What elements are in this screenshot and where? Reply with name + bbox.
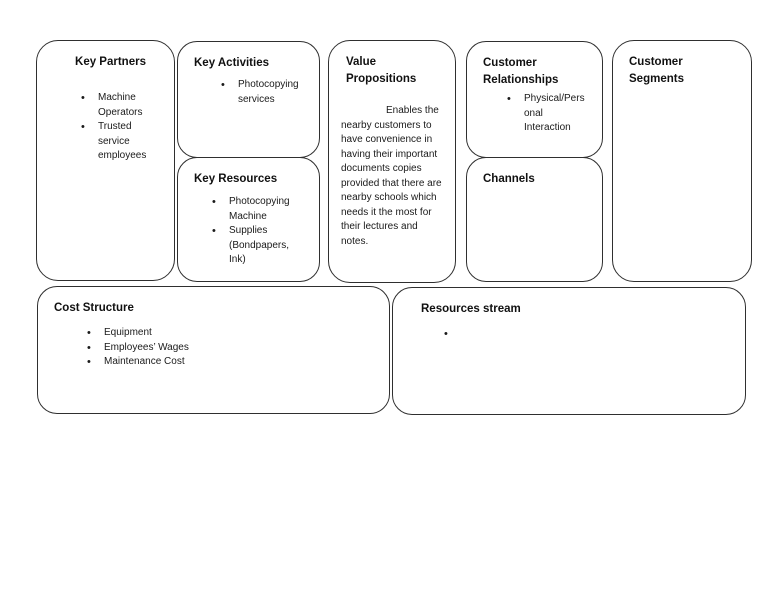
customer-relationships-box: Customer Relationships Physical/Pers ona… [466,41,603,158]
resources-stream-box: Resources stream [392,287,746,415]
list-item-text: Trusted service employees [98,121,147,161]
list-item-text: Supplies (Bondpapers, Ink) [229,225,290,265]
list-item: Employees’ Wages [87,341,383,356]
cost-structure-list: Equipment Employees’ Wages Maintenance C… [87,326,383,370]
cost-structure-title: Cost Structure [54,302,134,314]
customer-segments-title: Customer Segments [629,56,684,85]
list-item-text: Maintenance Cost [104,356,185,367]
key-partners-list: Machine Operators Trusted service employ… [81,91,168,164]
list-item: Supplies (Bondpapers, Ink) [212,224,313,268]
resources-stream-title: Resources stream [421,303,521,315]
key-activities-list: Photocopying services [221,78,313,107]
customer-segments-box: Customer Segments [612,40,752,282]
list-item: Physical/Pers onal Interaction [507,92,596,136]
list-item: Photocopying services [221,78,313,107]
customer-relationships-list: Physical/Pers onal Interaction [507,92,596,136]
key-resources-title: Key Resources [194,173,278,185]
list-item-text: Machine Operators [98,92,143,118]
list-item: Trusted service employees [81,120,168,164]
list-item: Maintenance Cost [87,355,383,370]
channels-title: Channels [483,173,535,185]
value-propositions-text: Enables the nearby customers to have con… [341,105,442,247]
list-item: Photocopying Machine [212,195,313,224]
list-item-text: Employees’ Wages [104,341,189,353]
list-item-text: Physical/Pers onal Interaction [524,93,585,133]
key-partners-box: Key Partners Machine Operators Trusted s… [36,40,175,281]
value-propositions-box: Value Propositions Enables the nearby cu… [328,40,456,283]
list-item-text: Photocopying services [238,79,299,105]
key-resources-box: Key Resources Photocopying Machine Suppl… [177,157,320,282]
key-partners-title: Key Partners [75,56,146,68]
list-item-text: Equipment [104,327,152,338]
value-propositions-title: Value Propositions [346,56,417,85]
channels-box: Channels [466,157,603,282]
list-item-text: Photocopying Machine [229,196,290,222]
key-activities-box: Key Activities Photocopying services [177,41,320,158]
cost-structure-box: Cost Structure Equipment Employees’ Wage… [37,286,390,414]
list-item: Machine Operators [81,91,168,120]
key-resources-list: Photocopying Machine Supplies (Bondpaper… [212,195,313,268]
key-activities-title: Key Activities [194,57,269,69]
list-item: Equipment [87,326,383,341]
customer-relationships-title: Customer Relationships [483,57,559,86]
